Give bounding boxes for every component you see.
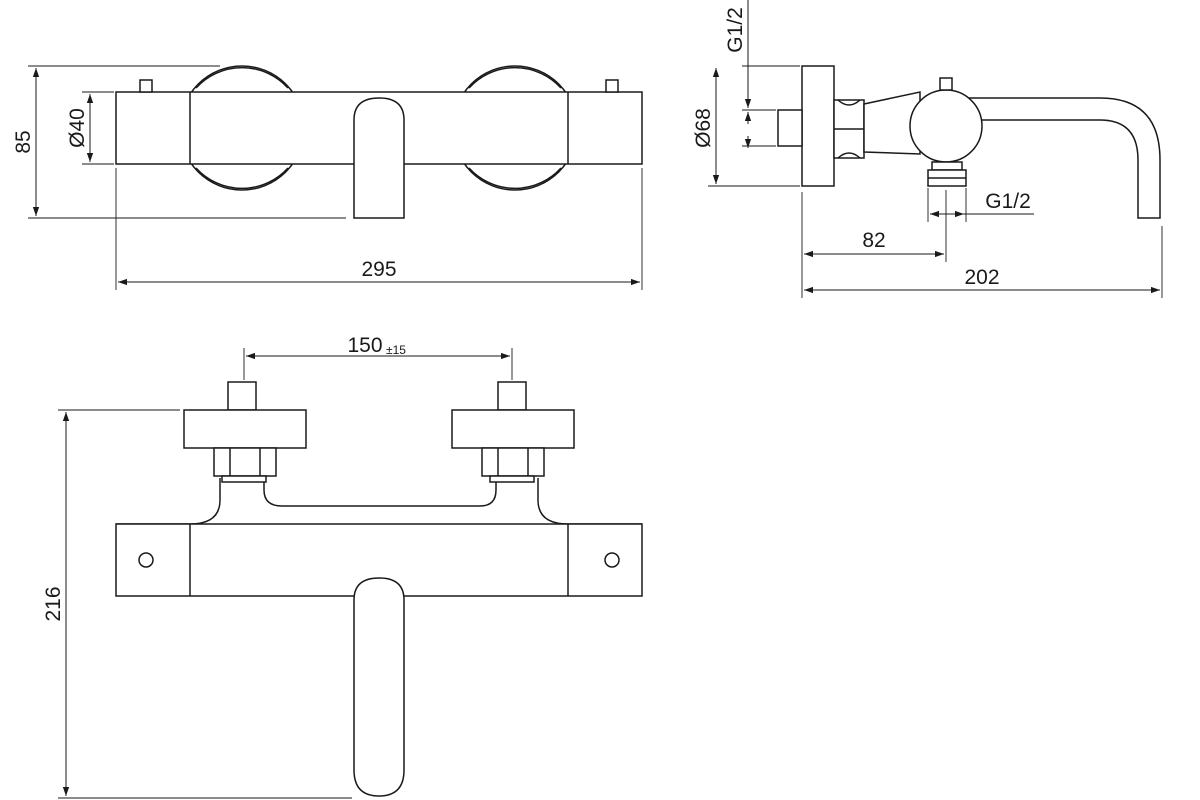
left-inlet-stub	[227, 381, 257, 411]
left-hex-nut	[213, 447, 277, 477]
right-hole	[604, 552, 620, 568]
side-spout	[960, 97, 1161, 219]
side-body-circle	[909, 89, 983, 163]
top-spout	[353, 577, 405, 797]
dim-label-tolerance: ±15	[386, 343, 406, 357]
right-hex-nut	[481, 447, 545, 477]
dim-label-216: 216	[42, 586, 65, 621]
right-pin	[605, 79, 619, 93]
side-view: G1/2 Ø68 G1/2 82 202	[692, 0, 1163, 298]
spout	[353, 97, 405, 219]
right-inlet-stub	[497, 381, 527, 411]
dim-label-295: 295	[361, 258, 396, 281]
dim-label-d68: Ø68	[692, 108, 715, 148]
connector	[863, 91, 921, 155]
inlet-stub	[777, 109, 803, 147]
dim-label-150: 150	[347, 334, 382, 357]
right-wall-flange	[451, 409, 575, 449]
front-view: 85 Ø40 295	[12, 65, 643, 290]
side-top-pin	[939, 77, 953, 91]
dim-label-85: 85	[12, 130, 35, 153]
top-view: 150 ±15 216	[42, 334, 643, 799]
left-hole	[138, 552, 154, 568]
dim-label-g12-top: G1/2	[724, 7, 747, 53]
wall-flange	[801, 65, 835, 187]
dim-label-d40: Ø40	[66, 108, 89, 148]
dim-label-g12-outlet: G1/2	[985, 190, 1031, 213]
dim-label-202: 202	[964, 266, 999, 289]
left-wall-flange	[183, 409, 307, 449]
dim-label-82: 82	[862, 229, 885, 252]
left-pin	[139, 79, 153, 93]
